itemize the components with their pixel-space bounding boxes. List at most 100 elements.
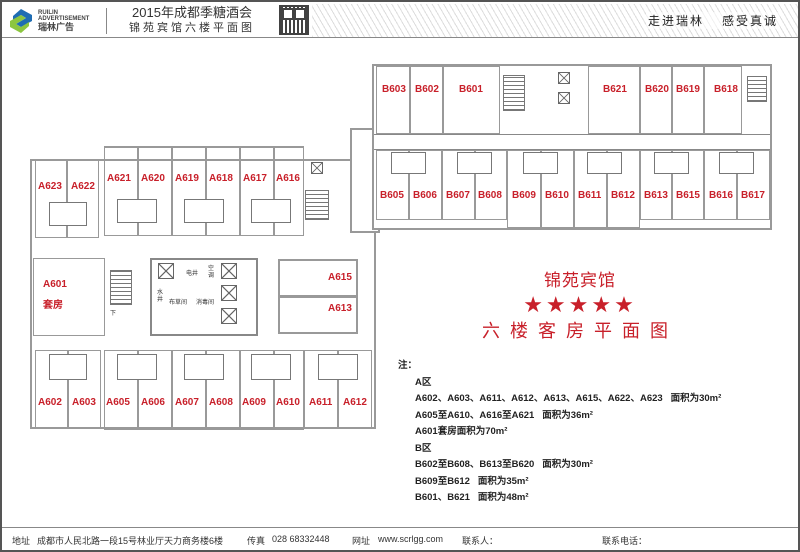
note-rooms: A601套房面积为70m² — [415, 426, 508, 437]
linen-room-label: 布草间 — [169, 300, 188, 306]
room-b619[interactable] — [672, 66, 704, 134]
electric-shaft-label: 电井 — [186, 271, 199, 277]
room-label: A605 — [106, 397, 130, 408]
logo-en-line1: RUILIN — [38, 10, 58, 16]
wing-b-outline — [372, 64, 772, 230]
address: 成都市人民北路一段15号林业厅天力商务楼6楼 — [37, 536, 224, 546]
room-b610[interactable] — [541, 150, 574, 228]
room-a620[interactable] — [138, 146, 172, 236]
note-line: B602至B608、B613至B620 面积为30m² — [398, 457, 721, 474]
note-rooms: A605至A610、A616至A621 — [415, 409, 535, 421]
website-label: 网址 — [352, 536, 371, 546]
room-b617[interactable] — [737, 150, 770, 220]
star-rating-icon: ★★★★★ — [523, 292, 637, 317]
room-a616[interactable] — [274, 146, 304, 236]
note-area: 面积为30m² — [542, 459, 593, 470]
note-rooms: B602至B608、B613至B620 — [415, 459, 535, 470]
zone-b-title: B区 — [415, 442, 432, 454]
room-b615[interactable] — [672, 150, 704, 220]
hotel-name: 锦苑宾馆 — [544, 271, 616, 290]
contact-person-label: 联系人： — [462, 536, 499, 546]
room-a606[interactable] — [138, 350, 172, 430]
bathroom — [523, 152, 558, 174]
room-label: A617 — [243, 173, 267, 184]
elevator-icon — [221, 308, 237, 324]
room-b601[interactable] — [443, 66, 500, 134]
note-area: 面积为36m² — [542, 409, 593, 421]
note-rooms: B601、B621 — [415, 492, 470, 503]
disinfection-room-label: 消毒间 — [196, 300, 215, 306]
footer: 地址 成都市人民北路一段15号林业厅天力商务楼6楼 传真 028 6833244… — [2, 527, 798, 550]
room-b616[interactable] — [704, 150, 737, 220]
room-b612[interactable] — [607, 150, 640, 228]
room-b606[interactable] — [409, 150, 442, 220]
ac-label: 空调 — [208, 266, 215, 279]
room-b603[interactable] — [376, 66, 410, 134]
bathroom — [49, 354, 87, 380]
room-b609[interactable] — [507, 150, 541, 228]
room-a608[interactable] — [206, 350, 240, 430]
logo-en-line2: ADVERTISEMENT — [38, 16, 90, 22]
room-a607[interactable] — [172, 350, 206, 430]
contact-phone-label: 联系电话： — [602, 536, 648, 546]
room-a603[interactable] — [68, 350, 101, 428]
room-b620[interactable] — [640, 66, 672, 134]
room-label: A601 — [43, 279, 67, 290]
room-b618[interactable] — [704, 66, 742, 134]
bathroom — [318, 354, 358, 380]
wing-b-corridor — [374, 134, 770, 150]
website-link[interactable]: www.scrlgg.com — [378, 534, 444, 544]
bathroom — [457, 152, 492, 174]
room-label: A610 — [276, 397, 300, 408]
plan-subtitle: 锦苑宾馆六楼平面图 — [129, 22, 255, 34]
notes-heading: 注： — [398, 360, 418, 371]
room-a622[interactable] — [67, 160, 99, 238]
room-b611[interactable] — [574, 150, 607, 228]
room-a609[interactable] — [240, 350, 274, 430]
logo-cn: 瑞林广告 — [38, 22, 75, 32]
room-label: B608 — [478, 190, 502, 201]
room-a611[interactable] — [304, 350, 338, 428]
slogan-right: 感受真诚 — [721, 14, 778, 28]
room-a602[interactable] — [35, 350, 68, 428]
bathroom — [184, 354, 224, 380]
staircase-a-west — [110, 270, 132, 305]
room-label: B607 — [446, 190, 470, 201]
note-line: A605至A610、A616至A621 面积为36m² — [398, 408, 721, 425]
qr-code-icon — [279, 5, 309, 35]
room-a605[interactable] — [104, 350, 138, 430]
room-label: A619 — [175, 173, 199, 184]
room-a612[interactable] — [338, 350, 372, 428]
company-logo: RUILIN ADVERTISEMENT 瑞林广告 — [8, 6, 108, 36]
room-label: B619 — [676, 84, 700, 95]
room-b608[interactable] — [475, 150, 507, 220]
logo-mark-icon — [8, 8, 34, 34]
room-label: A602 — [38, 397, 62, 408]
stair-down-label: 下 — [110, 311, 117, 317]
room-b613[interactable] — [640, 150, 672, 220]
room-label: B613 — [644, 190, 668, 201]
room-b607[interactable] — [442, 150, 475, 220]
staircase-a-top — [305, 190, 329, 220]
room-a617[interactable] — [240, 146, 274, 236]
room-label: B605 — [380, 190, 404, 201]
room-a601[interactable] — [33, 258, 105, 336]
room-a613[interactable] — [278, 296, 358, 334]
room-a619[interactable] — [172, 146, 206, 236]
room-a621[interactable] — [104, 146, 138, 236]
room-a618[interactable] — [206, 146, 240, 236]
room-a610[interactable] — [274, 350, 304, 430]
room-b602[interactable] — [410, 66, 443, 134]
room-a623[interactable] — [35, 160, 67, 238]
room-b621[interactable] — [588, 66, 640, 134]
bathroom — [251, 354, 291, 380]
elevator-icon — [558, 72, 570, 84]
note-line: A601套房面积为70m² — [398, 424, 721, 441]
room-label: A615 — [328, 272, 352, 283]
room-label: A607 — [175, 397, 199, 408]
floor-title: 六楼客房平面图 — [482, 321, 678, 341]
room-b605[interactable] — [376, 150, 409, 220]
staircase-b-east — [747, 76, 767, 102]
room-label: B620 — [645, 84, 669, 95]
